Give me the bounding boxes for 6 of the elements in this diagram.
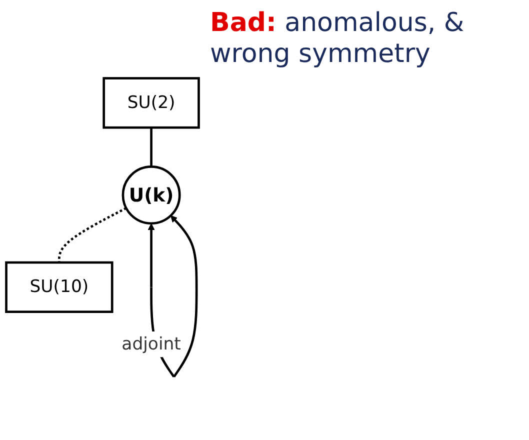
node-box: SU(10): [5, 261, 114, 313]
connector: [150, 128, 152, 167]
edge-label: adjoint: [122, 334, 181, 354]
node-box: SU(2): [102, 77, 200, 129]
note-text: Bad: anomalous, & wrong symmetry: [210, 8, 466, 70]
node-circle: U(k): [122, 165, 181, 224]
